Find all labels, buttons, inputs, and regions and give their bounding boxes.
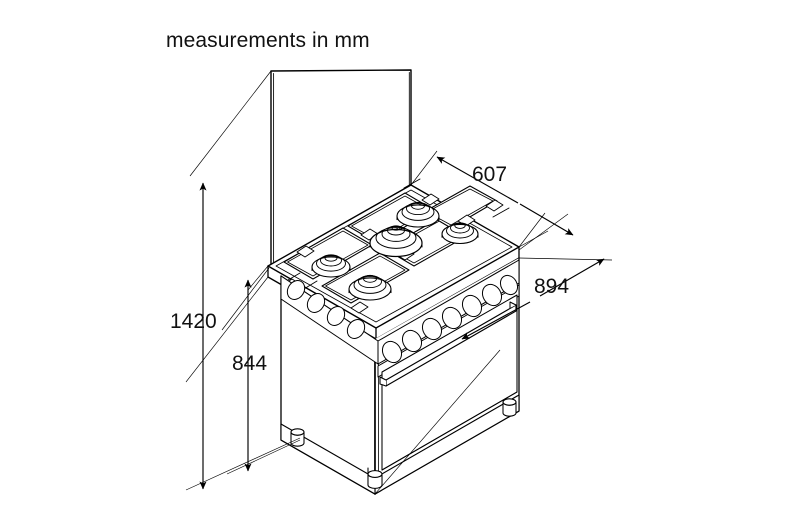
units-note: measurements in mm [166, 29, 370, 52]
dimension-annotations [185, 70, 613, 495]
dimension-label-height-worktop: 844 [232, 352, 268, 375]
burner-center-wok [369, 225, 423, 258]
burner-rear-right [441, 222, 479, 245]
control-knobs [381, 274, 519, 364]
burner-front-left [311, 254, 351, 278]
dimension-label-depth: 607 [472, 163, 508, 186]
dimension-label-width: 894 [534, 275, 570, 298]
gas-burners [311, 201, 479, 301]
dimension-label-height-total: 1420 [170, 310, 217, 333]
burner-rear-center [396, 201, 440, 228]
dimension-line-894 [461, 258, 605, 340]
oven-door-handle [379, 301, 517, 387]
burner-front-center [348, 274, 392, 301]
control-knobs-side [286, 280, 366, 339]
cooker-body-geometry [267, 69, 520, 495]
dimension-line-607 [436, 156, 574, 236]
oven-door [379, 294, 518, 475]
